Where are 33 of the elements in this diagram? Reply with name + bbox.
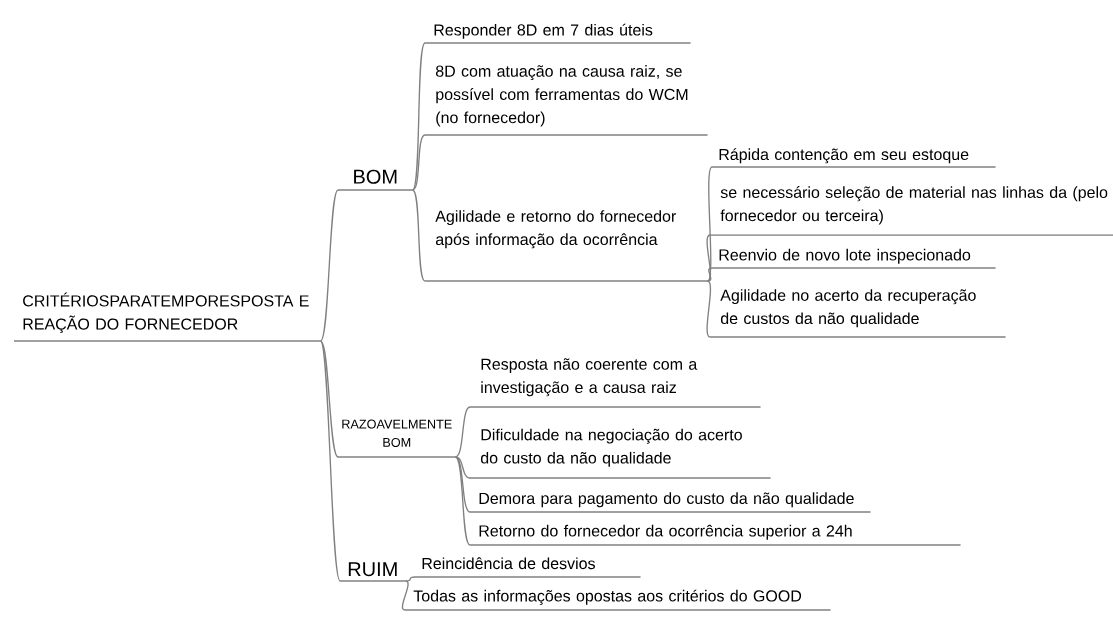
branch-line [706, 234, 712, 282]
branch-line [706, 280, 712, 338]
topic: Responder 8D em 7 dias úteis [424, 23, 692, 44]
branch-line [319, 340, 339, 458]
topic: Rápida contenção em seu estoque [711, 148, 997, 168]
branch-line [411, 42, 426, 191]
topic: se necessário seleção de material nas linhas da (pelo fornecedor ou terceira) [709, 186, 1113, 236]
topic: Agilidade e retorno do fornecedor após informação da ocorrência [424, 210, 709, 282]
topic: Retorno do fornecedor da ocorrência superior a 24h [469, 524, 962, 546]
topic: Reenvio de novo lote inspecionado [711, 248, 997, 269]
branch-line [706, 267, 713, 282]
topic: Resposta não coerente com a investigação e a causa raiz [469, 358, 762, 408]
topic: BOM [337, 169, 414, 191]
topic: Dificuldade na negociação do acerto do custo da não qualidade [469, 428, 772, 479]
topic: CRITÉRIOSPARATEMPORESPOSTA E REAÇÃO DO FORNECEDOR [13, 292, 322, 342]
branch-line [411, 134, 426, 191]
topic: Reincidência de desvios [414, 557, 642, 578]
topic: Demora para pagamento do custo da não qualidade [469, 492, 872, 513]
branch-line [319, 189, 339, 342]
topic: Agilidade no acerto da recuperação de custos da não qualidade [709, 289, 1007, 338]
branch-line [454, 456, 471, 513]
branch-line [454, 456, 471, 546]
topic: Todas as informações opostas aos critérios do GOOD [404, 589, 832, 611]
branch-line [401, 580, 409, 611]
branch-line [319, 340, 341, 582]
topic: RUIM [339, 562, 407, 582]
branch-line [454, 406, 471, 458]
branch-line [404, 576, 416, 582]
branch-line [454, 456, 471, 479]
branch-line [411, 189, 426, 282]
topic: RAZOAVELMENTE BOM [337, 419, 457, 458]
topic: 8D com atuação na causa raiz, se possível com ferramentas do WCM (no fornecedor) [424, 65, 709, 136]
branch-line [706, 166, 713, 282]
